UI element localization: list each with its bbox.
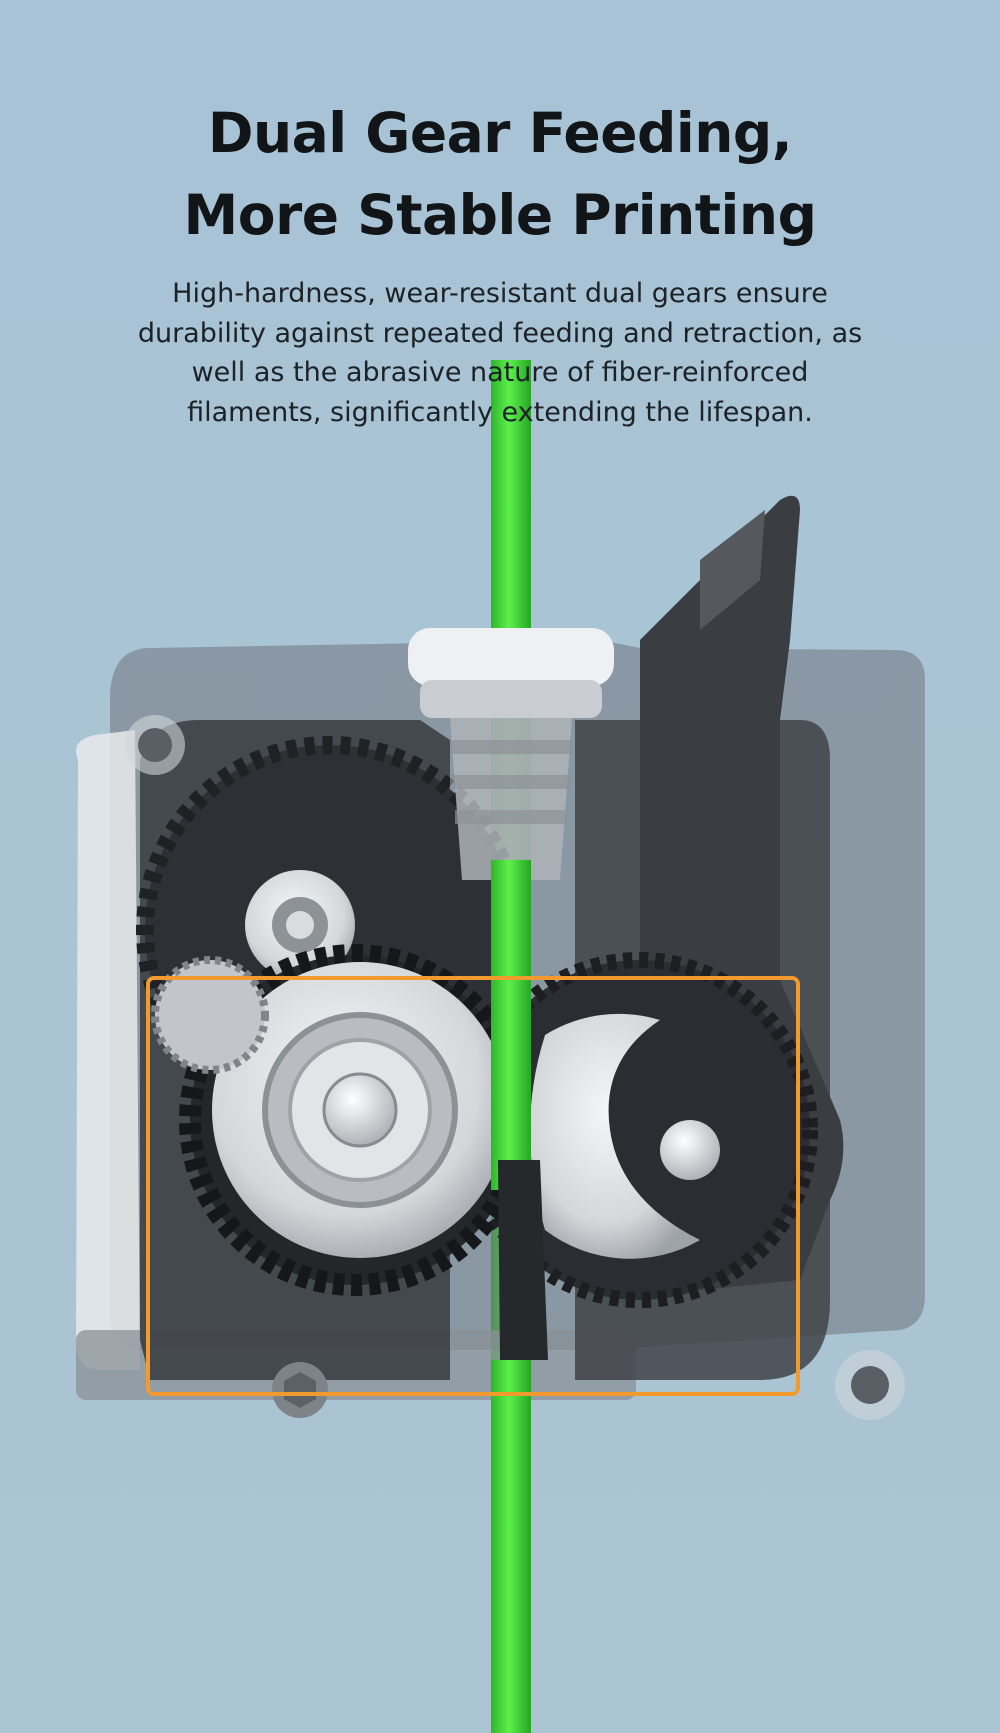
description-line-2: durability against repeated feeding and … — [137, 317, 863, 349]
reduction-gear — [151, 956, 269, 1074]
feature-description: High-hardness, wear-resistant dual gears… — [60, 274, 940, 432]
idler-wheel — [530, 1013, 700, 1259]
headline-line-2: More Stable Printing — [183, 183, 817, 247]
description-line-1: High-hardness, wear-resistant dual gears… — [172, 278, 828, 309]
feed-wheel-shaft — [322, 1072, 398, 1148]
gear-highlight-frame — [146, 976, 800, 1396]
headline: Dual Gear Feeding, More Stable Printing — [40, 92, 960, 256]
lever-pivot-pin — [660, 1120, 720, 1180]
description-line-4: filaments, significantly extending the l… — [187, 396, 813, 428]
headline-line-1: Dual Gear Feeding, — [207, 101, 793, 165]
extruder-left-chassis — [76, 730, 140, 1370]
filament-inlet-collar — [408, 628, 614, 686]
filament-guide — [498, 1160, 548, 1360]
description-line-3: well as the abrasive nature of fiber-rei… — [191, 357, 809, 388]
